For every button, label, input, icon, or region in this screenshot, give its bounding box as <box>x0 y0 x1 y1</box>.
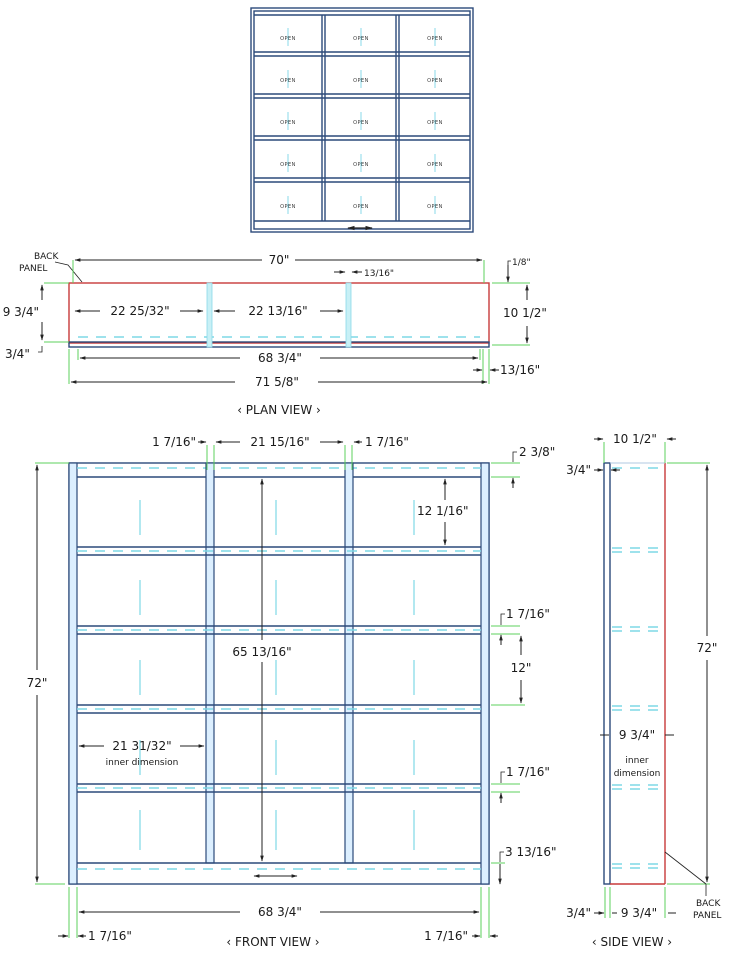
dim-compartment-height: 12 1/16" <box>417 504 469 518</box>
dim-shelf-thickness-1: 1 7/16" <box>506 607 550 621</box>
side-view: 10 1/2" 3/4" 72" 9 3/4" inner dimension … <box>566 432 721 949</box>
dim-inner-depth: 9 3/4" <box>619 728 655 742</box>
dim-overall-top: 70" <box>269 253 290 267</box>
dim-inner-note: inner <box>625 756 648 766</box>
back-panel-label: BACK <box>34 252 59 262</box>
dim-depth-right: 10 1/2" <box>503 306 547 320</box>
dim-inner-note: dimension <box>614 769 661 779</box>
dim-divider-thickness: 13/16" <box>364 269 394 279</box>
dim-side-overall-height: 72" <box>697 641 718 655</box>
dim-side-bottom-inner: 9 3/4" <box>621 906 657 920</box>
front-view-title: ‹ FRONT VIEW › <box>226 935 319 949</box>
dim-top-right-post: 1 7/16" <box>365 435 409 449</box>
dim-top-left-post: 1 7/16" <box>152 435 196 449</box>
back-panel-label: PANEL <box>19 264 47 274</box>
side-back-panel-label: PANEL <box>693 911 721 921</box>
plan-view-title: ‹ PLAN VIEW › <box>237 403 321 417</box>
dim-top-rail: 2 3/8" <box>519 445 555 459</box>
dim-overall-bottom: 71 5/8" <box>255 375 299 389</box>
dim-inner-width: 68 3/4" <box>258 905 302 919</box>
dim-front-thickness: 3/4" <box>566 463 591 477</box>
front-view: 1 7/16" 21 15/16" 1 7/16" 2 3/8" 12 1/16… <box>27 435 557 949</box>
dim-bay-width-note: inner dimension <box>106 758 179 768</box>
side-back-panel-label: BACK <box>696 899 721 909</box>
dim-bay-middle: 22 13/16" <box>248 304 307 318</box>
dim-inner-width: 68 3/4" <box>258 351 302 365</box>
dim-shelf-thickness-2: 1 7/16" <box>506 765 550 779</box>
dim-bottom-left-post: 1 7/16" <box>88 929 132 943</box>
dim-top-middle-bay: 21 15/16" <box>250 435 309 449</box>
dim-bay-left: 22 25/32" <box>110 304 169 318</box>
dim-shelf-spacing: 12" <box>511 661 532 675</box>
dim-overall-depth: 10 1/2" <box>613 432 657 446</box>
dim-right-gap: 13/16" <box>500 363 540 377</box>
top-elevation-view: OPEN OPEN OPEN OPEN OPEN OPEN OPEN OPEN … <box>250 7 474 233</box>
dim-overall-height: 72" <box>27 676 48 690</box>
side-view-title: ‹ SIDE VIEW › <box>592 935 672 949</box>
plan-view: BACK PANEL 70" 13/16" 1/8" 9 3/4" 3/4" 2… <box>3 252 547 417</box>
dim-bottom-rail: 3 13/16" <box>505 845 557 859</box>
dim-back-offset: 1/8" <box>512 258 531 268</box>
dim-depth-left: 9 3/4" <box>3 305 39 319</box>
dim-inner-height: 65 13/16" <box>232 645 291 659</box>
dim-bottom-right-post: 1 7/16" <box>424 929 468 943</box>
dim-bottom-offset: 3/4" <box>5 347 30 361</box>
dim-bay-width: 21 31/32" <box>112 739 171 753</box>
dim-side-bottom-front: 3/4" <box>566 906 591 920</box>
